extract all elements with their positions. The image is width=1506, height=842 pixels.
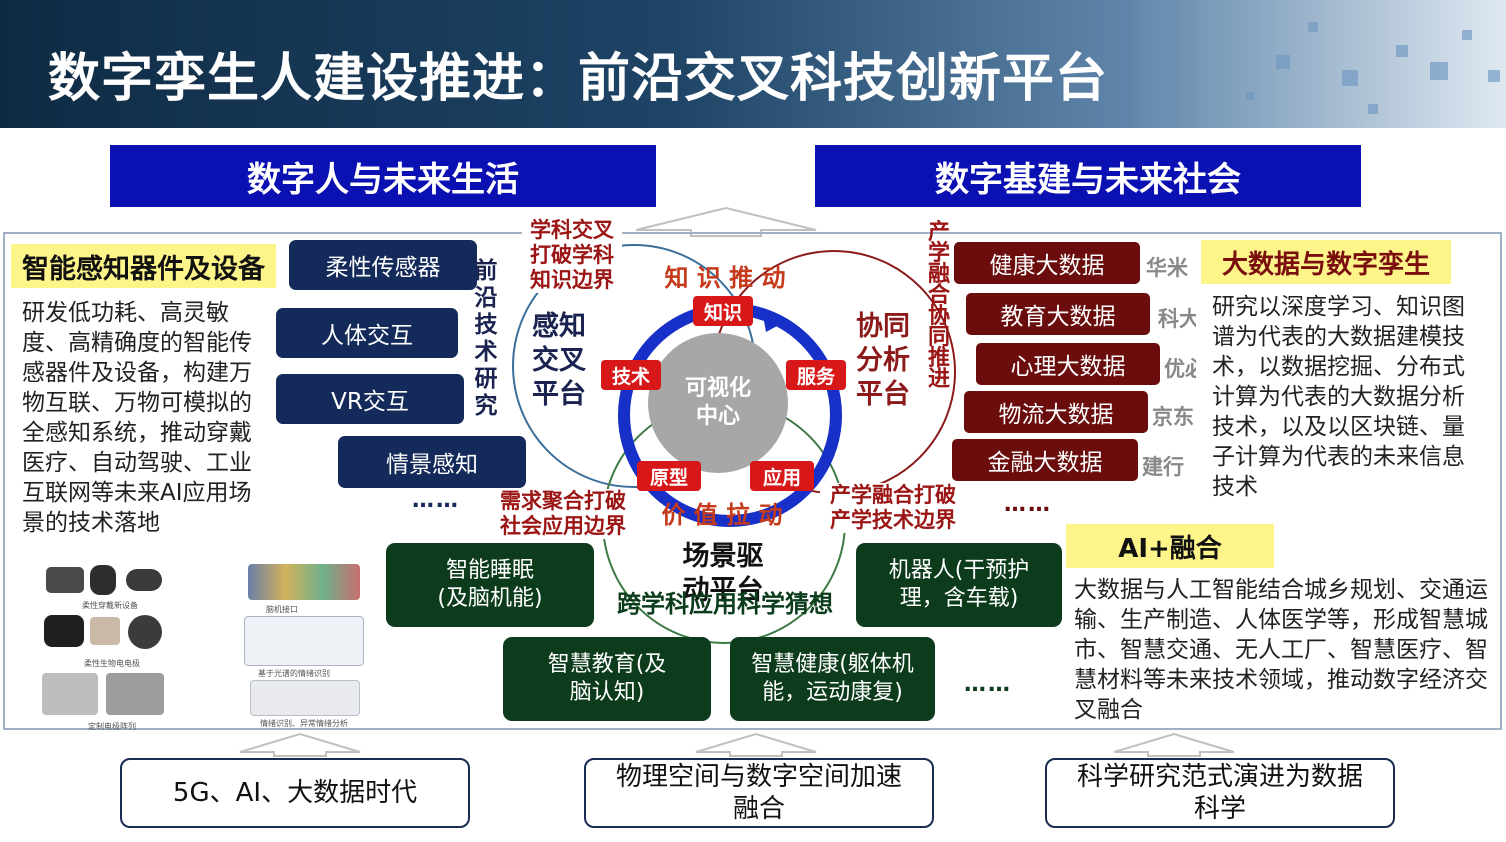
emotion-figure <box>250 680 360 716</box>
bigdata-ellipsis: …… <box>1004 492 1052 517</box>
up-arrow-right <box>1113 732 1235 757</box>
foundation-5g-ai-bigdata: 5G、AI、大数据时代 <box>120 758 470 828</box>
interdisciplinary-hypothesis-label: 跨学科应用科学猜想 <box>617 590 833 618</box>
knowledge-tag: 知识 <box>693 296 753 326</box>
partner-label: 建行 <box>1142 455 1184 479</box>
spectrum-figure <box>244 616 364 666</box>
research-figures: 脑机接口 基于光谱的情绪识别 情绪识别、异常情绪分析 <box>240 560 368 730</box>
left-ellipsis: …… <box>412 488 460 513</box>
decor-square <box>1342 70 1358 86</box>
sensing-description: 研发低功耗、高灵敏度、高精确度的智能传感器件及设备，构建万物互联、万物可模拟的全… <box>22 300 252 536</box>
flexible-device-photo <box>90 565 116 595</box>
bci-figure <box>248 564 360 600</box>
value-pull-arc: 价 值 拉 动 <box>661 501 783 529</box>
perception-platform-label: 感知交叉平台 <box>532 311 586 410</box>
up-arrow-left <box>239 732 361 757</box>
decor-square <box>1368 104 1378 114</box>
applications-ellipsis: …… <box>964 672 1012 697</box>
frontier-research-label: 前沿技术研究 <box>474 258 498 419</box>
vr-interaction-button[interactable]: VR交互 <box>276 374 464 424</box>
scenario-platform-label: 场景驱动平台 <box>682 541 764 606</box>
main-frame <box>3 232 1502 730</box>
electrode-photo <box>128 615 162 649</box>
knowledge-push-arc: 知 识 推 动 <box>664 264 786 292</box>
foundation-physical-digital-fusion: 物理空间与数字空间加速融合 <box>584 758 934 828</box>
context-awareness-button[interactable]: 情景感知 <box>338 436 526 488</box>
logistics-bigdata-button[interactable]: 物流大数据 <box>964 391 1148 433</box>
human-interaction-button[interactable]: 人体交互 <box>276 308 458 358</box>
partner-label: 华米 <box>1146 256 1188 280</box>
demand-boundary-text: 需求聚合打破社会应用边界 <box>490 489 636 539</box>
smart-health-button[interactable]: 智慧健康(躯体机能，运动康复) <box>730 637 935 721</box>
sensing-heading: 智能感知器件及设备 <box>11 244 276 288</box>
bigdata-heading: 大数据与数字孪生 <box>1201 240 1451 284</box>
photo-caption: 脑机接口 <box>266 605 298 614</box>
smart-sleep-button[interactable]: 智能睡眠(及脑机能) <box>386 543 594 627</box>
photo-caption: 柔性生物电电极 <box>84 659 140 668</box>
education-bigdata-button[interactable]: 教育大数据 <box>966 293 1150 335</box>
flexible-device-photo <box>46 567 84 593</box>
cycle-arrow-icon <box>762 310 788 332</box>
page-title: 数字孪生人建设推进：前沿交叉科技创新平台 <box>48 49 1109 109</box>
decor-square <box>1396 45 1408 57</box>
ai-fusion-heading: AI+融合 <box>1066 524 1274 568</box>
photo-caption: 定制电极阵列 <box>88 722 136 731</box>
collaboration-platform-label: 协同分析平台 <box>856 311 910 410</box>
foundation-data-science-paradigm: 科学研究范式演进为数据科学 <box>1045 758 1395 828</box>
industry-boundary-text: 产学融合打破产学技术边界 <box>820 483 966 533</box>
decor-square <box>1276 55 1290 69</box>
electrode-array-photo <box>42 673 98 715</box>
partner-label: 优必 <box>1164 357 1196 381</box>
service-tag: 服务 <box>786 360 846 390</box>
photo-caption: 基于光谱的情绪识别 <box>258 669 330 678</box>
photo-caption: 情绪识别、异常情绪分析 <box>260 719 348 728</box>
psychology-bigdata-button[interactable]: 心理大数据 <box>976 343 1160 385</box>
bigdata-description: 研究以深度学习、知识图谱为代表的大数据建模技术，以数据挖掘、分布式计算为代表的大… <box>1212 294 1465 500</box>
partner-label: 科大 <box>1158 307 1196 331</box>
ai-fusion-description: 大数据与人工智能结合城乡规划、交通运输、生产制造、人体医学等，形成智慧城市、智慧… <box>1074 577 1488 723</box>
device-photos: 柔性穿戴新设备 柔性生物电电极 定制电极阵列 <box>40 563 170 731</box>
industry-collaboration-label: 产学融合协同推进 <box>927 220 950 392</box>
electrode-photo <box>44 615 84 647</box>
up-arrow-center <box>695 732 817 757</box>
decor-square <box>1488 70 1500 82</box>
electrode-array-photo <box>106 673 164 715</box>
decor-square <box>1246 92 1254 100</box>
title-bar <box>0 0 1506 128</box>
finance-bigdata-button[interactable]: 金融大数据 <box>952 439 1138 481</box>
decor-square <box>1430 62 1448 80</box>
banner-digital-infrastructure: 数字基建与未来社会 <box>815 145 1361 207</box>
flexible-sensor-button[interactable]: 柔性传感器 <box>289 240 477 290</box>
health-bigdata-button[interactable]: 健康大数据 <box>954 242 1140 284</box>
banner-digital-human: 数字人与未来生活 <box>110 145 656 207</box>
subject-boundary-text: 学科交叉打破学科知识边界 <box>522 218 622 293</box>
prototype-tag: 原型 <box>637 461 701 491</box>
decor-square <box>1462 30 1472 40</box>
electrode-photo <box>90 617 120 645</box>
decor-square <box>1308 22 1318 32</box>
visualization-center: 可视化中心 <box>648 333 788 473</box>
photo-caption: 柔性穿戴新设备 <box>82 601 138 610</box>
robot-button[interactable]: 机器人(干预护理，含车载) <box>856 543 1062 627</box>
flexible-device-photo <box>126 569 162 591</box>
application-tag: 应用 <box>750 461 814 491</box>
technology-tag: 技术 <box>601 360 661 390</box>
smart-education-button[interactable]: 智慧教育(及脑认知) <box>503 637 711 721</box>
partner-label: 京东 <box>1152 405 1194 429</box>
